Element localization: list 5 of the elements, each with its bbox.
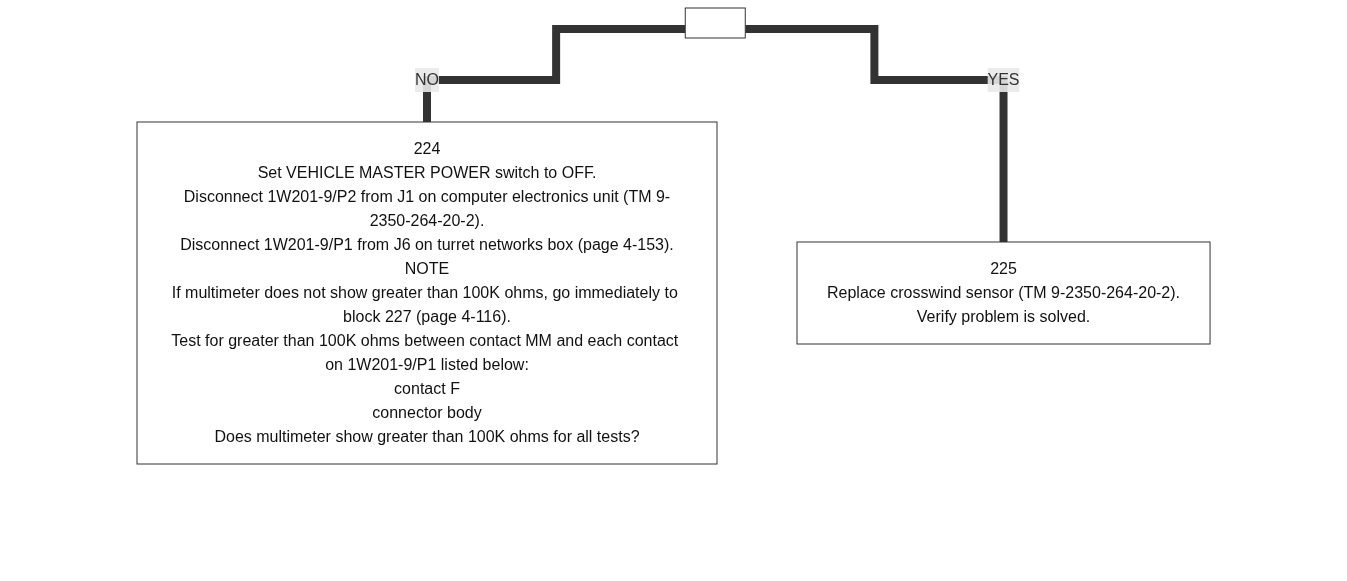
edge-label: YES	[987, 71, 1020, 88]
node-box: 224 Set VEHICLE MASTER POWER switch to OFF. Disconnect 1W201-9/P2 from J1 on computer electronics unit (TM 9-2350-264-20-2). Disconnect 1W201-9/P1 from J6 on turret networks box (page 4-153). NOTE If multimeter does not show greater than 100K ohms, go immediately to block 227 (page 4-116). Test for greater than 100K ohms between contact MM and each contact on 1W201-9/P1 listed below: contact F connector body Does multimeter show greater than 100K ohms for all tests?	[136, 121, 718, 465]
node-box: 225 Replace crosswind sensor (TM 9-2350-264-20-2). Verify problem is solved.	[796, 241, 1211, 345]
node-box	[684, 7, 746, 39]
edge-label: NO	[414, 71, 439, 88]
